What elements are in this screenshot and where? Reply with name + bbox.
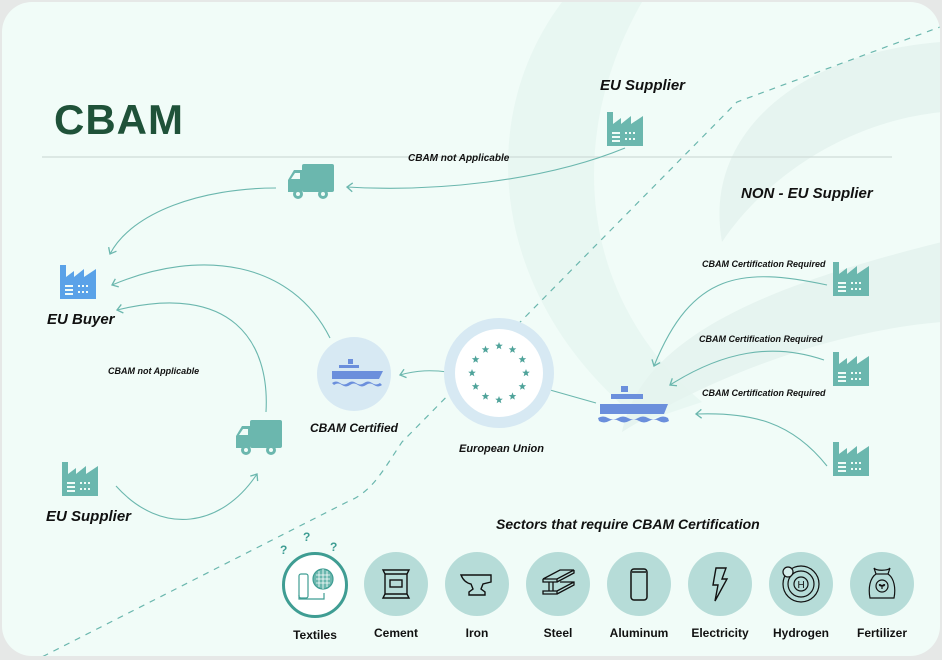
textiles-icon xyxy=(282,552,348,618)
cbam-certified-label: CBAM Certified xyxy=(310,421,399,435)
sectors-heading: Sectors that require CBAM Certification xyxy=(496,516,760,532)
star-icon xyxy=(518,382,527,390)
cert-required-label: CBAM Certification Required xyxy=(702,388,826,398)
non-eu-supplier-label: NON - EU Supplier xyxy=(741,185,873,202)
hydrogen-atom-icon: H xyxy=(769,552,833,616)
sector-item-aluminum[interactable]: Aluminum xyxy=(599,552,679,640)
cement-bag-icon xyxy=(364,552,428,616)
sector-name: Hydrogen xyxy=(772,626,829,640)
arrow-nonEU3-to-ship xyxy=(694,408,828,467)
star-icon xyxy=(495,342,503,350)
question-mark-icon: ? xyxy=(330,540,338,554)
can-icon xyxy=(607,552,671,616)
question-mark-icon: ? xyxy=(303,530,311,544)
star-icon xyxy=(471,382,480,390)
sector-item-fertilizer[interactable]: Fertilizer xyxy=(842,552,922,640)
truck-icon xyxy=(236,420,282,455)
eu-circle-inner xyxy=(455,329,543,417)
arrow-eu-to-certified xyxy=(398,368,449,379)
eu-border-dashed-line xyxy=(42,26,940,656)
eu-buyer-label: EU Buyer xyxy=(47,311,115,328)
steel-beam-icon xyxy=(526,552,590,616)
question-mark-icon: ? xyxy=(280,543,288,557)
sector-name: Iron xyxy=(465,626,489,640)
cbam-not-applicable-top-label: CBAM not Applicable xyxy=(408,153,510,164)
arrow-truck-to-buyer xyxy=(108,187,277,255)
arrow-truck2-to-buyer xyxy=(115,302,267,413)
bg-swoosh xyxy=(719,42,940,242)
sector-name: Textiles xyxy=(293,628,337,642)
bg-swoosh xyxy=(508,2,702,422)
cert-required-label: CBAM Certification Required xyxy=(702,259,826,269)
anvil-icon xyxy=(445,552,509,616)
lightning-icon xyxy=(688,552,752,616)
line-ship-to-eu xyxy=(542,387,597,404)
truck-icon xyxy=(288,164,334,199)
sector-name: Electricity xyxy=(691,626,749,640)
star-icon xyxy=(468,369,476,377)
arrow-supplier-to-truck xyxy=(345,147,626,193)
star-icon xyxy=(471,355,480,363)
star-icon xyxy=(508,345,517,353)
cert-required-label: CBAM Certification Required xyxy=(699,334,823,344)
sector-item-steel[interactable]: Steel xyxy=(518,552,598,640)
arrow-certified-to-buyer xyxy=(111,264,331,339)
sector-name: Fertilizer xyxy=(856,626,907,640)
eu-stars-icon xyxy=(468,342,530,404)
sector-item-electricity[interactable]: Electricity xyxy=(680,552,760,640)
fertilizer-bag-icon xyxy=(850,552,914,616)
arrow-nonEU1-to-ship xyxy=(651,276,828,367)
sector-item-cement[interactable]: Cement xyxy=(356,552,436,640)
star-icon xyxy=(481,345,490,353)
eu-supplier-bottom-label: EU Supplier xyxy=(46,508,132,525)
cbam-not-applicable-left-label: CBAM not Applicable xyxy=(108,366,200,376)
star-icon xyxy=(495,396,503,404)
sector-name: Steel xyxy=(543,626,573,640)
star-icon xyxy=(518,355,527,363)
page-title: CBAM xyxy=(54,96,184,143)
sector-item-textiles[interactable]: Textiles xyxy=(275,552,355,642)
arrow-supplier-to-truck2 xyxy=(115,473,259,520)
european-union-label: European Union xyxy=(459,443,544,455)
eu-supplier-top-label: EU Supplier xyxy=(600,77,686,94)
sector-item-hydrogen[interactable]: H Hydrogen xyxy=(761,552,841,640)
star-icon xyxy=(481,392,490,400)
arrow-nonEU2-to-ship xyxy=(669,350,825,387)
sector-name: Cement xyxy=(373,626,418,640)
svg-text:H: H xyxy=(798,580,805,591)
star-icon xyxy=(522,369,530,377)
sector-item-iron[interactable]: Iron xyxy=(437,552,517,640)
star-icon xyxy=(508,392,517,400)
sector-name: Aluminum xyxy=(609,626,669,640)
ship-icon xyxy=(598,386,669,423)
ship-icon xyxy=(332,359,383,387)
